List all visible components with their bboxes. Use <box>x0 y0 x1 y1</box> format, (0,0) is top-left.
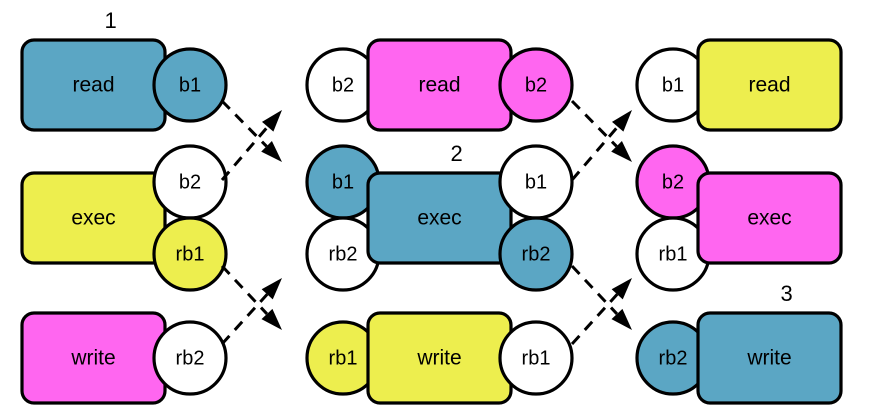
port-label-b2: b2 <box>332 74 354 96</box>
body-label-exec: exec <box>417 207 461 230</box>
body-label-read: read <box>418 74 460 97</box>
arrow-exec1-to-write2-head <box>261 308 282 330</box>
port-label-rb1: rb1 <box>522 347 551 369</box>
exec-node-col1[interactable]: exec b2 rb1 <box>20 144 228 292</box>
port-circle-rb1[interactable] <box>498 320 574 396</box>
body-label-exec: exec <box>71 207 115 230</box>
body-label-write: write <box>746 347 791 370</box>
body-label-write: write <box>70 347 115 370</box>
read-node-col2[interactable]: b2 read b2 <box>305 38 574 132</box>
port-circle-b2[interactable] <box>498 47 574 123</box>
port-circle-b1[interactable] <box>152 47 228 123</box>
column-3: b1 read b2 rb1 exec rb2 write 3 <box>635 38 843 405</box>
arrow-write1-to-exec2-head <box>261 278 282 300</box>
body-label-write: write <box>416 347 461 370</box>
port-label-rb1: rb1 <box>329 347 358 369</box>
arrow-read1-to-exec2-head <box>261 141 282 162</box>
port-label-b2: b2 <box>179 171 201 193</box>
exec-node-col3[interactable]: b2 rb1 exec <box>635 144 843 292</box>
read-node-col3[interactable]: b1 read <box>635 38 843 132</box>
write-node-col2[interactable]: rb1 write rb1 <box>305 311 574 405</box>
arrow-exec2-to-write3-head <box>611 308 632 330</box>
port-label-b1: b1 <box>332 171 354 193</box>
arrow-exec2-to-write3-line <box>570 264 619 315</box>
exec-node-col2[interactable]: b1 rb2 exec b1 rb2 2 <box>305 141 574 292</box>
index-label-3: 3 <box>781 281 793 306</box>
body-rect-write[interactable] <box>696 311 843 405</box>
read-node-col1[interactable]: read b1 1 <box>20 8 228 132</box>
arrow-exec2-to-read3-line <box>570 125 619 181</box>
arrow-exec1-to-write2-line <box>220 264 269 315</box>
connector-cross-col2-col3-upper <box>570 99 632 181</box>
body-label-read: read <box>72 74 114 97</box>
arrow-read2-to-exec3-head <box>611 141 632 162</box>
connector-cross-col2-col3-lower <box>570 264 632 346</box>
body-label-read: read <box>748 74 790 97</box>
port-circle-rb2[interactable] <box>498 216 574 292</box>
port-label-rb2: rb2 <box>329 243 358 265</box>
arrow-exec2-to-read3-head <box>611 110 632 132</box>
port-label-b1: b1 <box>179 74 201 96</box>
connector-cross-col1-col2-lower <box>220 264 282 346</box>
write-node-col3[interactable]: rb2 write 3 <box>635 281 843 405</box>
port-label-b1: b1 <box>525 171 547 193</box>
port-label-rb1: rb1 <box>659 243 688 265</box>
arrow-read1-to-exec2-line <box>220 99 268 148</box>
port-label-rb2: rb2 <box>176 347 205 369</box>
body-rect-read[interactable] <box>696 38 843 132</box>
index-label-2: 2 <box>451 141 463 166</box>
body-rect-exec[interactable] <box>20 171 167 265</box>
body-rect-exec[interactable] <box>696 171 843 265</box>
arrow-write2-to-exec3-line <box>570 293 619 346</box>
column-2: b2 read b2 b1 rb2 exec b1 rb2 2 rb1 write rb1 <box>305 38 574 405</box>
port-label-b2: b2 <box>662 171 684 193</box>
port-label-b2: b2 <box>525 74 547 96</box>
port-label-b1: b1 <box>662 74 684 96</box>
port-circle-rb1[interactable] <box>152 216 228 292</box>
body-rect-exec[interactable] <box>366 171 513 265</box>
port-label-rb2: rb2 <box>522 243 551 265</box>
column-1: read b1 1 exec b2 rb1 write rb2 <box>20 8 228 405</box>
connector-cross-col1-col2-upper <box>220 99 282 181</box>
arrow-exec1-to-read2-line <box>220 125 269 181</box>
port-label-rb2: rb2 <box>659 347 688 369</box>
port-circle-rb2[interactable] <box>152 320 228 396</box>
arrow-read2-to-exec3-line <box>570 99 618 148</box>
index-label-1: 1 <box>105 8 117 33</box>
arrow-write1-to-exec2-line <box>220 293 269 346</box>
arrow-write2-to-exec3-head <box>611 278 632 300</box>
port-label-rb1: rb1 <box>176 243 205 265</box>
arrow-exec1-to-read2-head <box>261 110 282 132</box>
write-node-col1[interactable]: write rb2 <box>20 311 228 405</box>
body-label-exec: exec <box>747 207 791 230</box>
